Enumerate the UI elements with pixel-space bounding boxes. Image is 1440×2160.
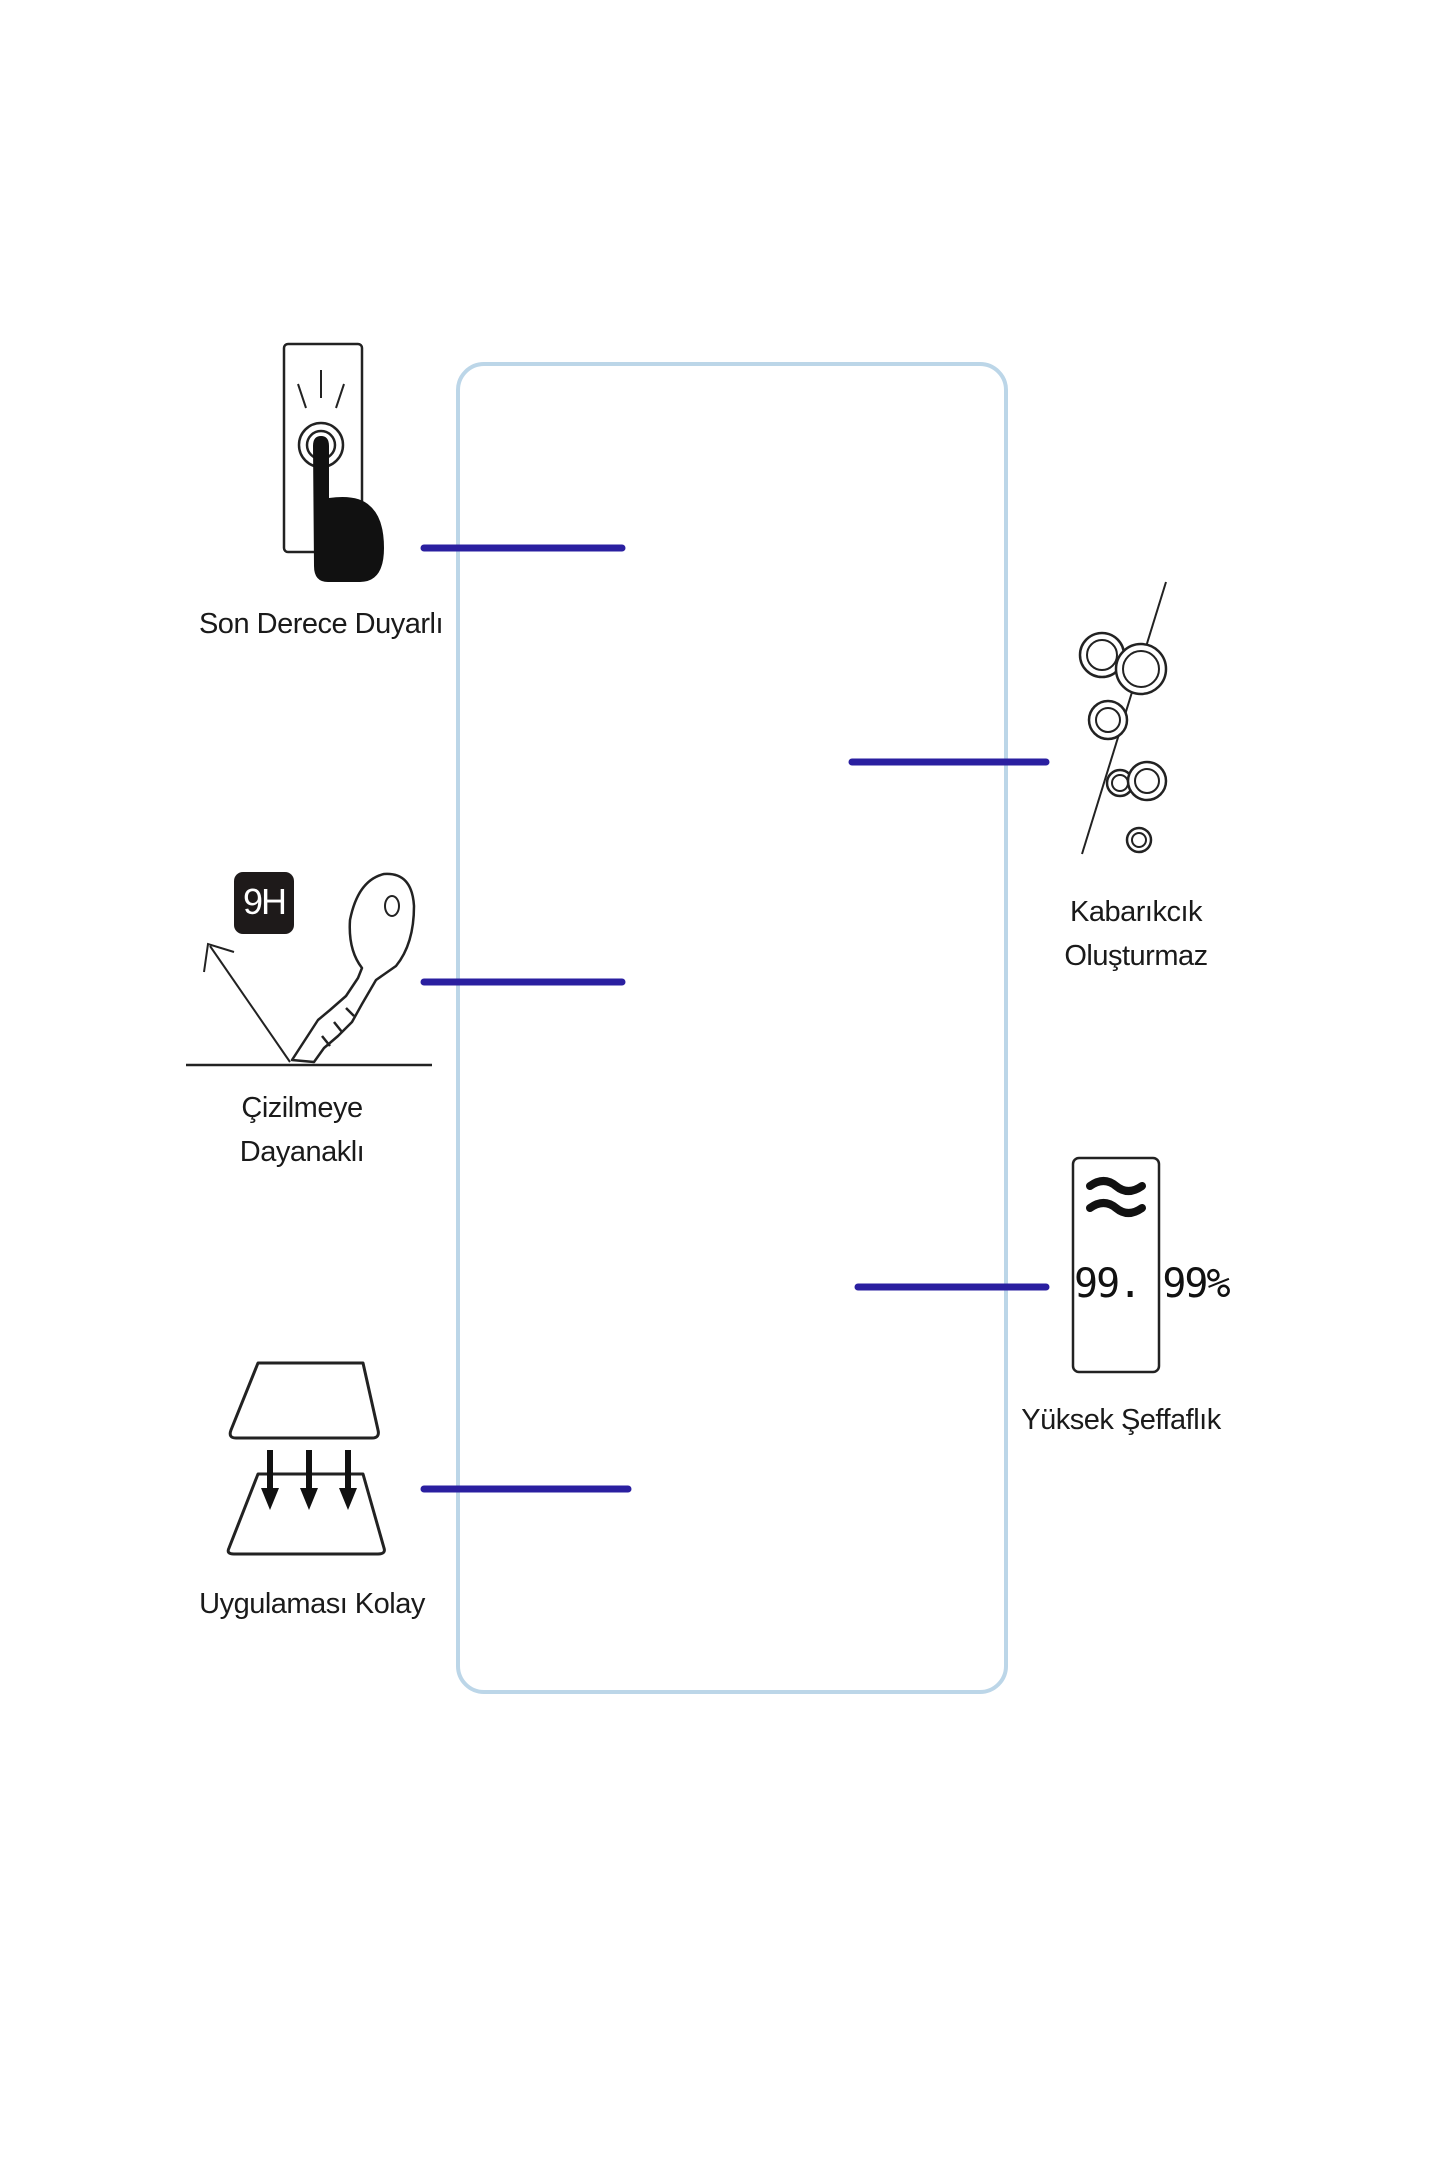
label-scratch-resistant: Çizilmeye Dayanaklı	[186, 1086, 418, 1174]
label-bubble-line1: Kabarıkcık	[1070, 896, 1203, 928]
approx-equal-icon	[1086, 1177, 1146, 1217]
down-arrow-icon	[261, 1450, 357, 1510]
transparency-icon	[1071, 1156, 1161, 1374]
touch-icon	[282, 342, 384, 582]
label-easy-apply-text: Uygulaması Kolay	[199, 1588, 425, 1620]
label-bubble-line2: Oluşturmaz	[1064, 940, 1208, 972]
screen-protector-panel	[456, 362, 1008, 1694]
key-icon	[290, 872, 416, 1064]
easy-apply-icon	[226, 1361, 386, 1556]
label-bubble-free: Kabarıkcık Oluşturmaz	[1036, 890, 1236, 978]
label-sensitive: Son Derece Duyarlı	[186, 602, 456, 646]
bubbles-icon	[1078, 581, 1168, 855]
label-easy-apply: Uygulaması Kolay	[186, 1582, 438, 1626]
label-scratch-line2: Dayanaklı	[239, 1136, 365, 1168]
label-transparency: Yüksek Şeffaflık	[1006, 1398, 1236, 1442]
transparency-percent: 99. 99%	[1074, 1261, 1231, 1307]
badge-9h-text: 9H	[242, 881, 287, 922]
hardness-badge	[234, 872, 294, 934]
label-transparency-text: Yüksek Şeffaflık	[1021, 1404, 1221, 1436]
label-scratch-line1: Çizilmeye	[241, 1092, 363, 1124]
label-sensitive-text: Son Derece Duyarlı	[198, 608, 444, 640]
scratch-resistant-icon	[186, 872, 432, 1067]
